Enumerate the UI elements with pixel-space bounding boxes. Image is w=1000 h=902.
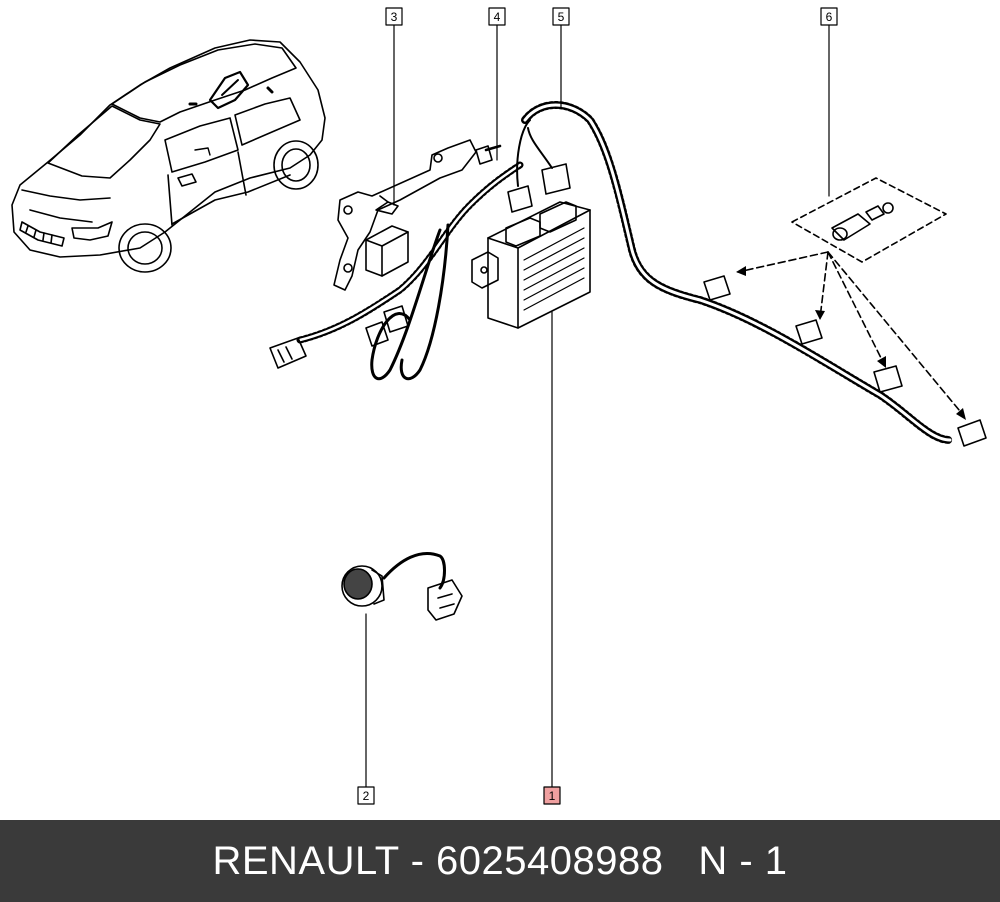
part-number: 6025408988 [436,838,664,883]
button-icon [341,551,463,621]
svg-text:5: 5 [558,10,565,24]
svg-text:6: 6 [826,10,833,24]
svg-text:3: 3 [391,10,398,24]
footer-part-label: RENAULT - 6025408988 N - 1 [212,839,787,884]
leader-lines [365,23,830,789]
separator: - [410,838,425,883]
bracket-icon [333,139,502,291]
control-unit-icon [471,119,591,329]
car-icon [11,39,326,273]
svg-text:4: 4 [494,10,501,24]
svg-text:2: 2 [363,789,370,803]
callout-5: 5 [552,7,570,26]
callout-2: 2 [357,786,375,805]
sensor-icon [791,177,947,263]
arrow-heads [736,266,966,420]
wiring-harness-icon [521,101,987,447]
brand-name: RENAULT [212,838,399,883]
svg-text:1: 1 [549,789,556,803]
page-indicator: N - 1 [698,838,788,883]
callout-6: 6 [820,7,838,26]
callout-4: 4 [488,7,506,26]
part-info-footer: RENAULT - 6025408988 N - 1 [0,820,1000,902]
exploded-parts-diagram: 3 4 5 6 2 1 [11,7,987,805]
wiring-harness-icon [269,161,524,381]
sensor-location-arrows [737,251,965,417]
callout-1-highlighted: 1 [543,786,561,805]
callout-3: 3 [385,7,403,26]
